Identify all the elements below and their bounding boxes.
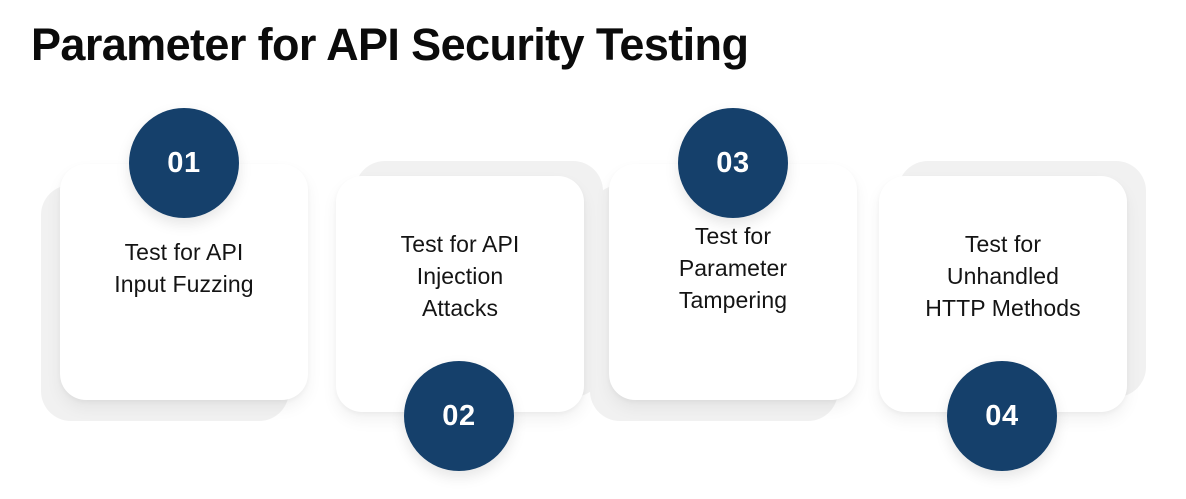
- step-card-02[interactable]: Test for API Injection Attacks 02: [336, 161, 603, 471]
- card-label-01: Test for API Input Fuzzing: [114, 239, 254, 297]
- step-number-text-01: 01: [167, 146, 201, 179]
- card-label-02: Test for API Injection Attacks: [400, 231, 520, 321]
- card-04[interactable]: Test for Unhandled HTTP Methods: [879, 176, 1127, 412]
- step-number-badge-04[interactable]: 04: [947, 361, 1057, 471]
- card-01[interactable]: Test for API Input Fuzzing: [60, 164, 308, 400]
- step-number-badge-03[interactable]: 03: [678, 108, 788, 218]
- step-card-03[interactable]: Test for Parameter Tampering 03: [590, 108, 857, 421]
- step-number-text-03: 03: [716, 146, 750, 179]
- step-number-text-04: 04: [985, 399, 1019, 432]
- step-card-01[interactable]: Test for API Input Fuzzing 01: [41, 108, 308, 421]
- card-label-03: Test for Parameter Tampering: [678, 223, 788, 313]
- card-label-04: Test for Unhandled HTTP Methods: [925, 231, 1081, 321]
- step-card-04[interactable]: Test for Unhandled HTTP Methods 04: [879, 161, 1146, 471]
- step-number-badge-02[interactable]: 02: [404, 361, 514, 471]
- page-title: Parameter for API Security Testing: [31, 19, 749, 70]
- step-number-text-02: 02: [442, 399, 476, 432]
- step-number-badge-01[interactable]: 01: [129, 108, 239, 218]
